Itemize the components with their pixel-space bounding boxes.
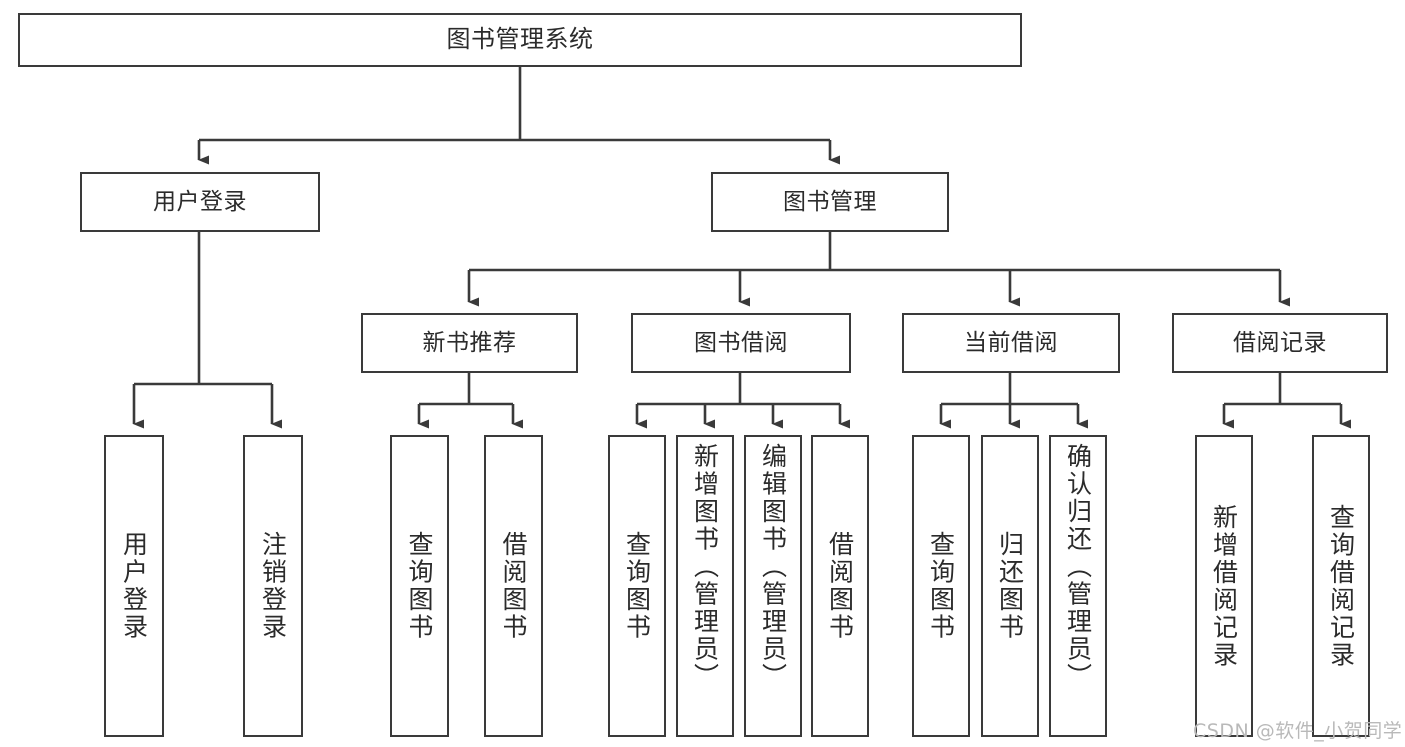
node-label: 图书管理 bbox=[783, 188, 877, 215]
node-label: 当前借阅 bbox=[964, 329, 1058, 356]
node-label: 查询图书 bbox=[926, 531, 956, 641]
node-label: 注销登录 bbox=[258, 531, 288, 641]
leaf-user-login-login[interactable]: 用户登录 bbox=[104, 435, 164, 737]
node-label: 查询借阅记录 bbox=[1326, 503, 1356, 669]
node-label: 新书推荐 bbox=[422, 329, 517, 356]
watermark-text: CSDN @软件_小贺同学 bbox=[1193, 720, 1403, 742]
node-label: 借阅图书 bbox=[499, 531, 528, 641]
node-label: 查询图书 bbox=[622, 531, 652, 641]
node-current-borrowing[interactable]: 当前借阅 bbox=[902, 313, 1120, 373]
node-label: 借阅记录 bbox=[1233, 329, 1327, 356]
leaf-current-borrow-return-book[interactable]: 归还图书 bbox=[981, 435, 1039, 737]
leaf-new-book-query-book[interactable]: 查询图书 bbox=[390, 435, 449, 737]
node-label: 新增借阅记录 bbox=[1209, 503, 1239, 669]
node-label: 用户登录 bbox=[119, 531, 149, 641]
node-root-book-management-system[interactable]: 图书管理系统 bbox=[18, 13, 1022, 67]
node-label: 新增图书（管理员） bbox=[690, 443, 720, 691]
csdn-watermark: CSDN @软件_小贺同学 bbox=[1193, 716, 1402, 743]
node-label: 确认归还（管理员） bbox=[1063, 443, 1093, 691]
leaf-user-login-logout[interactable]: 注销登录 bbox=[243, 435, 303, 737]
leaf-book-borrow-add-book-admin[interactable]: 新增图书（管理员） bbox=[676, 435, 734, 737]
leaf-new-book-borrow-book[interactable]: 借阅图书 bbox=[484, 435, 543, 737]
leaf-borrow-record-add-record[interactable]: 新增借阅记录 bbox=[1195, 435, 1253, 737]
node-book-management[interactable]: 图书管理 bbox=[711, 172, 949, 232]
node-borrowing-record[interactable]: 借阅记录 bbox=[1172, 313, 1388, 373]
node-book-borrowing[interactable]: 图书借阅 bbox=[631, 313, 851, 373]
node-label: 图书管理系统 bbox=[446, 25, 594, 54]
leaf-borrow-record-query-record[interactable]: 查询借阅记录 bbox=[1312, 435, 1370, 737]
node-new-book-recommendation[interactable]: 新书推荐 bbox=[361, 313, 578, 373]
node-user-login[interactable]: 用户登录 bbox=[80, 172, 320, 232]
leaf-current-borrow-confirm-return-admin[interactable]: 确认归还（管理员） bbox=[1049, 435, 1107, 737]
node-label: 用户登录 bbox=[153, 188, 247, 215]
leaf-book-borrow-query-book[interactable]: 查询图书 bbox=[608, 435, 666, 737]
leaf-book-borrow-edit-book-admin[interactable]: 编辑图书（管理员） bbox=[744, 435, 802, 737]
node-label: 归还图书 bbox=[995, 531, 1025, 641]
leaf-current-borrow-query-book[interactable]: 查询图书 bbox=[912, 435, 970, 737]
node-label: 编辑图书（管理员） bbox=[758, 443, 788, 691]
node-label: 查询图书 bbox=[405, 531, 434, 641]
leaf-book-borrow-borrow-book[interactable]: 借阅图书 bbox=[811, 435, 869, 737]
node-label: 图书借阅 bbox=[694, 329, 788, 356]
node-label: 借阅图书 bbox=[825, 531, 855, 641]
